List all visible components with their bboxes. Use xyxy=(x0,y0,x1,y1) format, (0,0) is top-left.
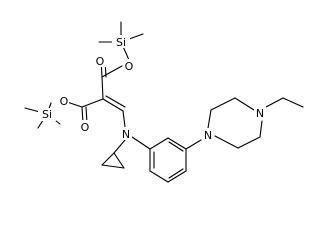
atom-o-carbonyl-left: O xyxy=(81,121,90,134)
chemical-structure: Si O O O Si O N N N xyxy=(24,21,304,183)
atom-n-amine: N xyxy=(122,128,130,141)
atom-labels: Si O O O Si O N N N xyxy=(38,35,266,142)
atom-o-ester-left: O xyxy=(60,95,69,108)
atom-o-ester-top: O xyxy=(125,60,134,73)
atom-si-left: Si xyxy=(42,108,52,121)
atom-si-top: Si xyxy=(116,36,126,49)
atom-n-piperazine-1: N xyxy=(204,129,212,142)
molecule-drawing: Si O O O Si O N N N xyxy=(24,21,304,183)
atom-n-piperazine-4: N xyxy=(256,107,264,120)
atom-o-carbonyl-top: O xyxy=(96,55,105,68)
